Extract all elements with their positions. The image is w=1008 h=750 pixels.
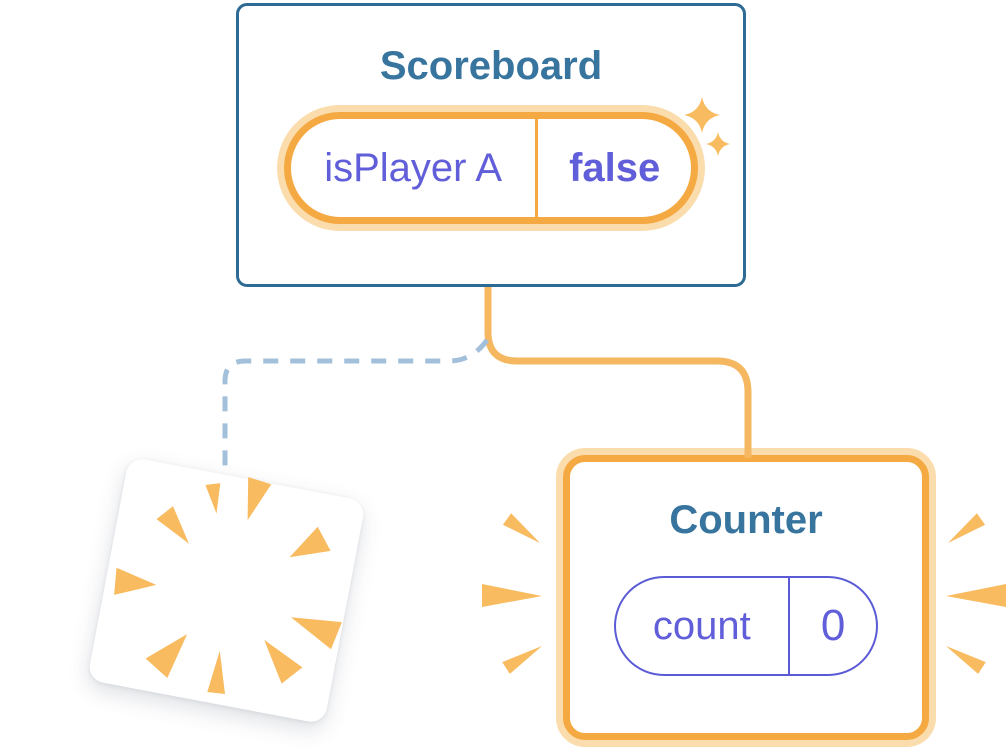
state-value-label: 0 bbox=[820, 601, 846, 650]
removed-component-card bbox=[87, 456, 366, 725]
state-value-label: false bbox=[569, 146, 661, 190]
emphasis-marks-left-icon bbox=[482, 513, 542, 674]
counter-title: Counter bbox=[669, 498, 823, 542]
scoreboard-state-pill: isPlayer A false bbox=[284, 112, 698, 224]
pill-divider bbox=[535, 119, 539, 217]
state-name-label: count bbox=[652, 604, 751, 648]
pill-divider bbox=[787, 578, 791, 674]
counter-state-pill: count 0 bbox=[614, 576, 878, 676]
emphasis-marks-right-icon bbox=[946, 513, 1006, 674]
scoreboard-title: Scoreboard bbox=[379, 44, 603, 88]
scoreboard-card: Scoreboard isPlayer A false bbox=[236, 3, 746, 287]
state-name-label: isPlayer A bbox=[324, 146, 503, 190]
counter-card: Counter count 0 bbox=[563, 455, 929, 740]
connector-line-dashed bbox=[222, 338, 490, 466]
connector-line bbox=[484, 287, 752, 458]
